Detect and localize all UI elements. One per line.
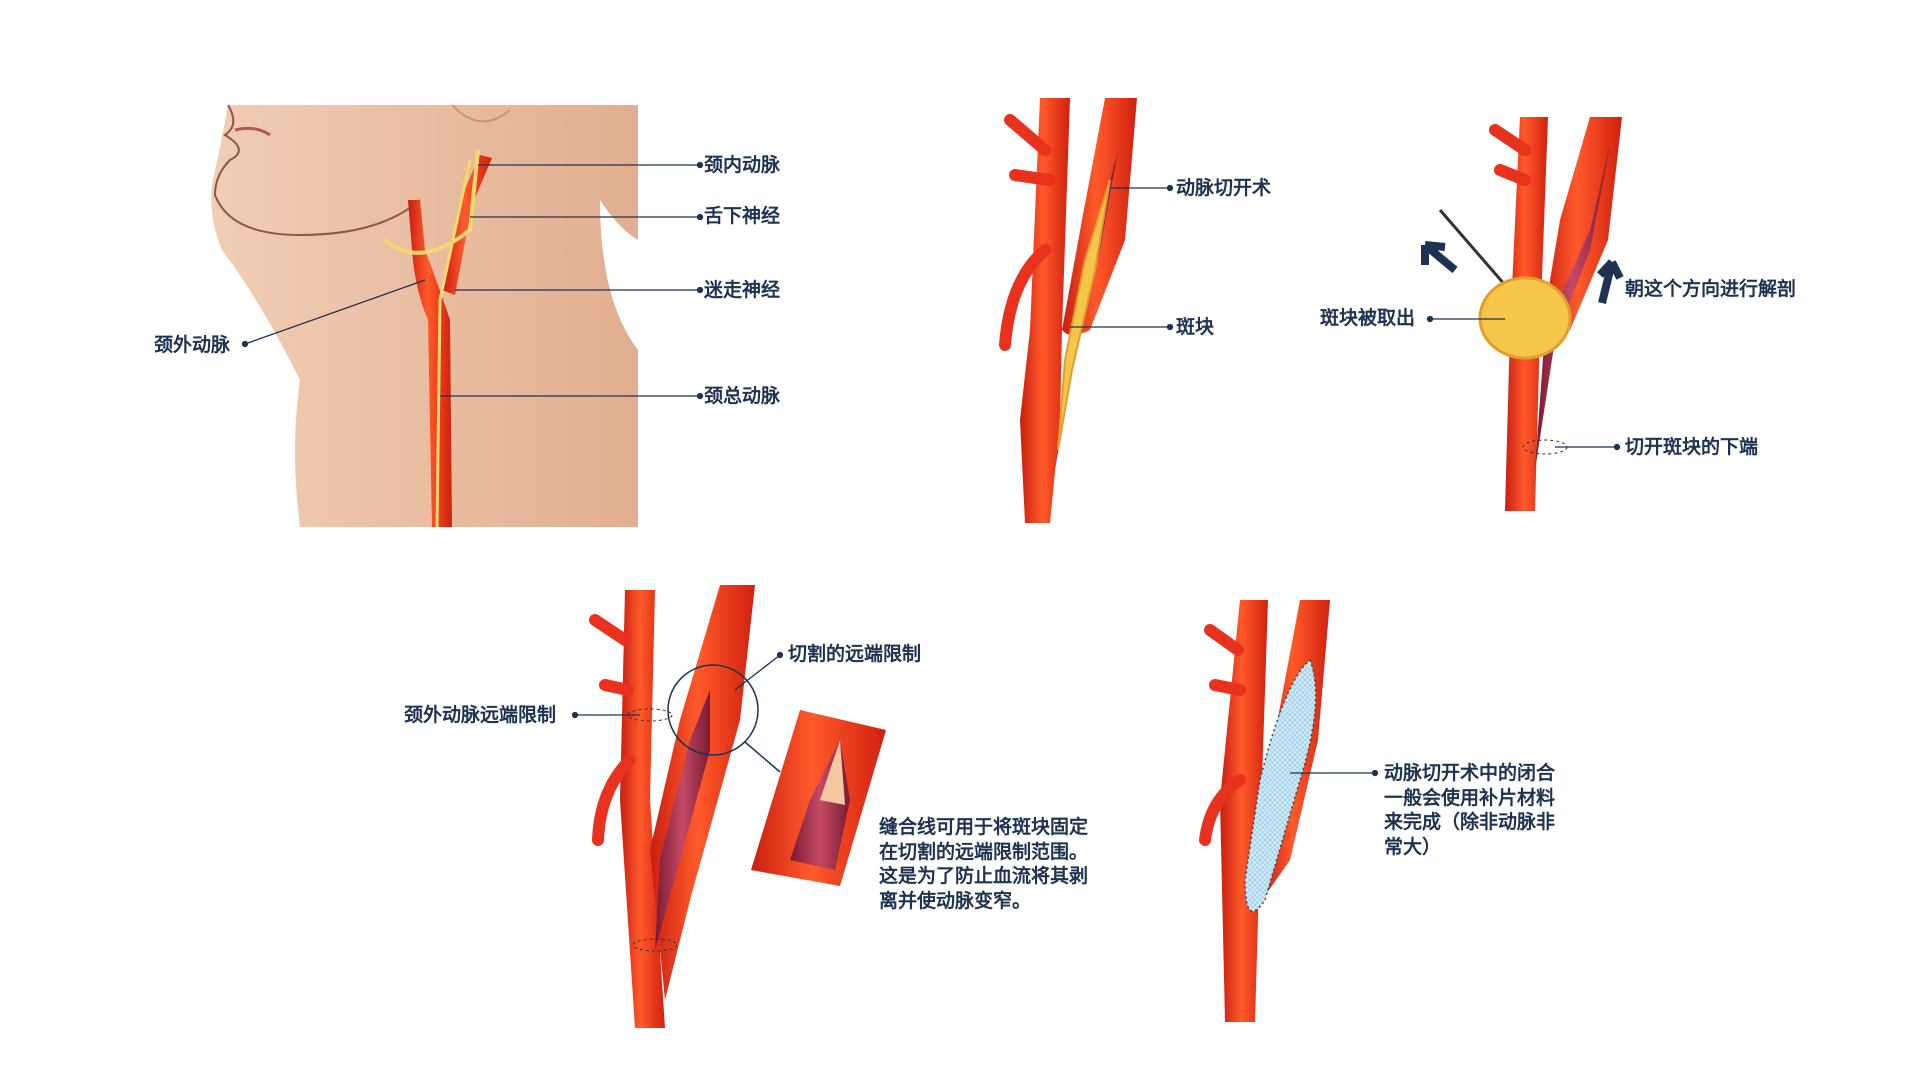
label-internal-carotid: 颈内动脉 bbox=[704, 154, 781, 176]
label-external-distal-limit: 颈外动脉远端限制 bbox=[404, 704, 557, 726]
note-line: 在切割的远端限制范围。 bbox=[879, 840, 1089, 863]
label-plaque: 斑块 bbox=[1176, 316, 1215, 338]
removed-plaque bbox=[1478, 276, 1572, 360]
suture-note: 缝合线可用于将斑块固定 在切割的远端限制范围。 这是为了防止血流将其剥 离并使动… bbox=[879, 815, 1088, 913]
plaque-removal-illustration bbox=[1421, 117, 1624, 511]
label-cut-lower-end: 切开斑块的下端 bbox=[1625, 436, 1759, 458]
label-hypoglossal-nerve: 舌下神经 bbox=[704, 205, 781, 227]
note-line: 一般会使用补片材料 bbox=[1384, 786, 1556, 809]
label-cut-distal-limit: 切割的远端限制 bbox=[788, 643, 922, 665]
label-plaque-removed: 斑块被取出 bbox=[1320, 307, 1416, 329]
label-vagus-nerve: 迷走神经 bbox=[704, 279, 781, 301]
note-line: 来完成（除非动脉非 bbox=[1384, 811, 1556, 833]
label-external-carotid: 颈外动脉 bbox=[154, 334, 231, 356]
arteriotomy-illustration bbox=[999, 98, 1137, 523]
label-common-carotid: 颈总动脉 bbox=[704, 385, 781, 407]
neck-anatomy-illustration bbox=[211, 104, 638, 528]
label-arteriotomy: 动脉切开术 bbox=[1176, 177, 1272, 199]
note-line: 动脉切开术中的闭合 bbox=[1384, 762, 1556, 784]
note-line: 离并使动脉变窄。 bbox=[879, 889, 1032, 912]
note-line: 缝合线可用于将斑块固定 bbox=[879, 816, 1089, 838]
distal-limit-illustration bbox=[589, 585, 886, 1028]
note-line: 常大） bbox=[1384, 835, 1442, 858]
label-dissect-direction: 朝这个方向进行解剖 bbox=[1625, 278, 1797, 300]
closure-note: 动脉切开术中的闭合 一般会使用补片材料 来完成（除非动脉非 常大） bbox=[1384, 761, 1555, 859]
patch-material bbox=[1244, 658, 1317, 912]
note-line: 这是为了防止血流将其剥 bbox=[879, 865, 1089, 887]
leader-lines bbox=[241, 161, 1621, 777]
arrow-up-left-icon bbox=[1421, 241, 1458, 274]
arrow-up-icon bbox=[1597, 259, 1624, 304]
patch-closure-illustration bbox=[1199, 600, 1330, 1022]
